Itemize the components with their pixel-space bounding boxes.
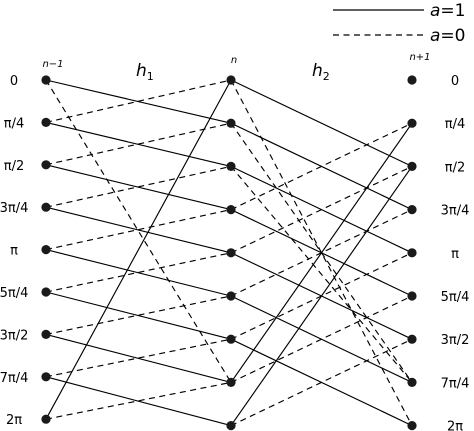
state-node-c0-s3 [41,202,51,212]
state-node-c2-s0 [407,75,417,85]
edge-dashed-c1s2-c2s7 [230,166,413,383]
state-label-left: π/2 [4,159,24,174]
edge-solid-c0s4-c1s5 [45,249,232,297]
state-node-c0-s8 [41,414,51,424]
edge-dashed-c0s3-c1s2 [45,165,232,208]
state-label-right: π/4 [445,117,465,132]
h2-label: h2 [312,61,330,83]
time-label-n-minus-1: n−1 [42,59,63,70]
edge-solid-c0s6-c1s7 [45,333,232,383]
edge-dashed-c0s5-c1s4 [45,252,232,293]
state-label-right: π/2 [445,160,465,175]
state-label-right: 3π/4 [441,204,470,219]
state-labels-left: 0 π/4 π/2 3π/4 π 5π/4 3π/2 7π/4 2π [0,74,28,428]
state-node-c1-s0 [226,75,236,85]
edge-dashed-c0s1-c1s0 [45,79,232,123]
state-label-left: π [10,244,18,259]
edge-dashed-c0s4-c1s3 [45,209,232,251]
time-label-n-plus-1: n+1 [409,52,430,63]
edge-dashed-c1s6-c2s4 [230,252,413,340]
state-label-left: 7π/4 [0,371,28,386]
state-node-c1-s4 [226,248,236,258]
legend: a=1 a=0 [333,1,465,46]
state-node-c1-s6 [226,334,236,344]
edge-dashed-c0s0-c1s7 [45,79,232,383]
edge-dashed-c1s0-c2s8 [230,79,413,426]
edge-solid-c0s8-c1s0 [45,79,232,420]
state-node-c2-s3 [407,205,417,215]
state-node-c2-s5 [407,291,417,301]
state-node-c2-s7 [407,377,417,387]
state-label-right: 2π [447,420,463,431]
state-node-c0-s6 [41,329,51,339]
state-node-c2-s8 [407,421,417,431]
edge-dashed-c1s4-c2s2 [230,165,413,254]
edge-solid-c1s0-c2s2 [230,79,413,167]
edge-solid-c0s7-c1s8 [45,376,232,427]
state-label-left: 3π/2 [0,328,28,343]
legend-solid-label: a=1 [430,1,465,21]
time-label-n: n [231,55,237,66]
state-label-left: π/4 [4,116,24,131]
state-label-left: 5π/4 [0,286,28,301]
transition-edges [45,79,413,427]
state-label-right: π [451,247,459,262]
state-node-c1-s8 [226,421,236,431]
state-node-c0-s1 [41,117,51,127]
edge-dashed-c1s7-c2s5 [230,295,413,383]
edge-dashed-c1s5-c2s3 [230,209,413,297]
state-node-c0-s5 [41,287,51,297]
state-labels-right: 0 π/4 π/2 3π/4 π 5π/4 3π/2 7π/4 2π [441,74,470,431]
state-node-c2-s1 [407,118,417,128]
state-label-right: 7π/4 [441,376,470,391]
state-node-c1-s1 [226,118,236,128]
state-label-right: 3π/2 [441,333,470,348]
state-node-c1-s2 [226,161,236,171]
state-label-right: 0 [451,74,459,89]
edge-dashed-c1s3-c2s1 [230,122,413,211]
state-node-c1-s5 [226,291,236,301]
state-node-c0-s7 [41,372,51,382]
state-label-left: 2π [6,413,22,428]
state-node-c2-s6 [407,334,417,344]
legend-dashed-label: a=0 [430,26,465,46]
edge-dashed-c1s8-c2s6 [230,338,413,427]
state-node-c1-s3 [226,205,236,215]
state-label-left: 0 [10,74,18,89]
state-label-left: 3π/4 [0,201,28,216]
state-label-right: 5π/4 [441,290,470,305]
state-node-c0-s0 [41,75,51,85]
state-node-c0-s4 [41,245,51,255]
edge-solid-c0s5-c1s6 [45,291,232,340]
state-node-c2-s2 [407,161,417,171]
state-nodes [41,75,417,431]
state-node-c0-s2 [41,160,51,170]
state-node-c1-s7 [226,377,236,387]
edge-dashed-c0s2-c1s1 [45,122,232,166]
h1-label: h1 [136,61,154,83]
state-node-c2-s4 [407,248,417,258]
